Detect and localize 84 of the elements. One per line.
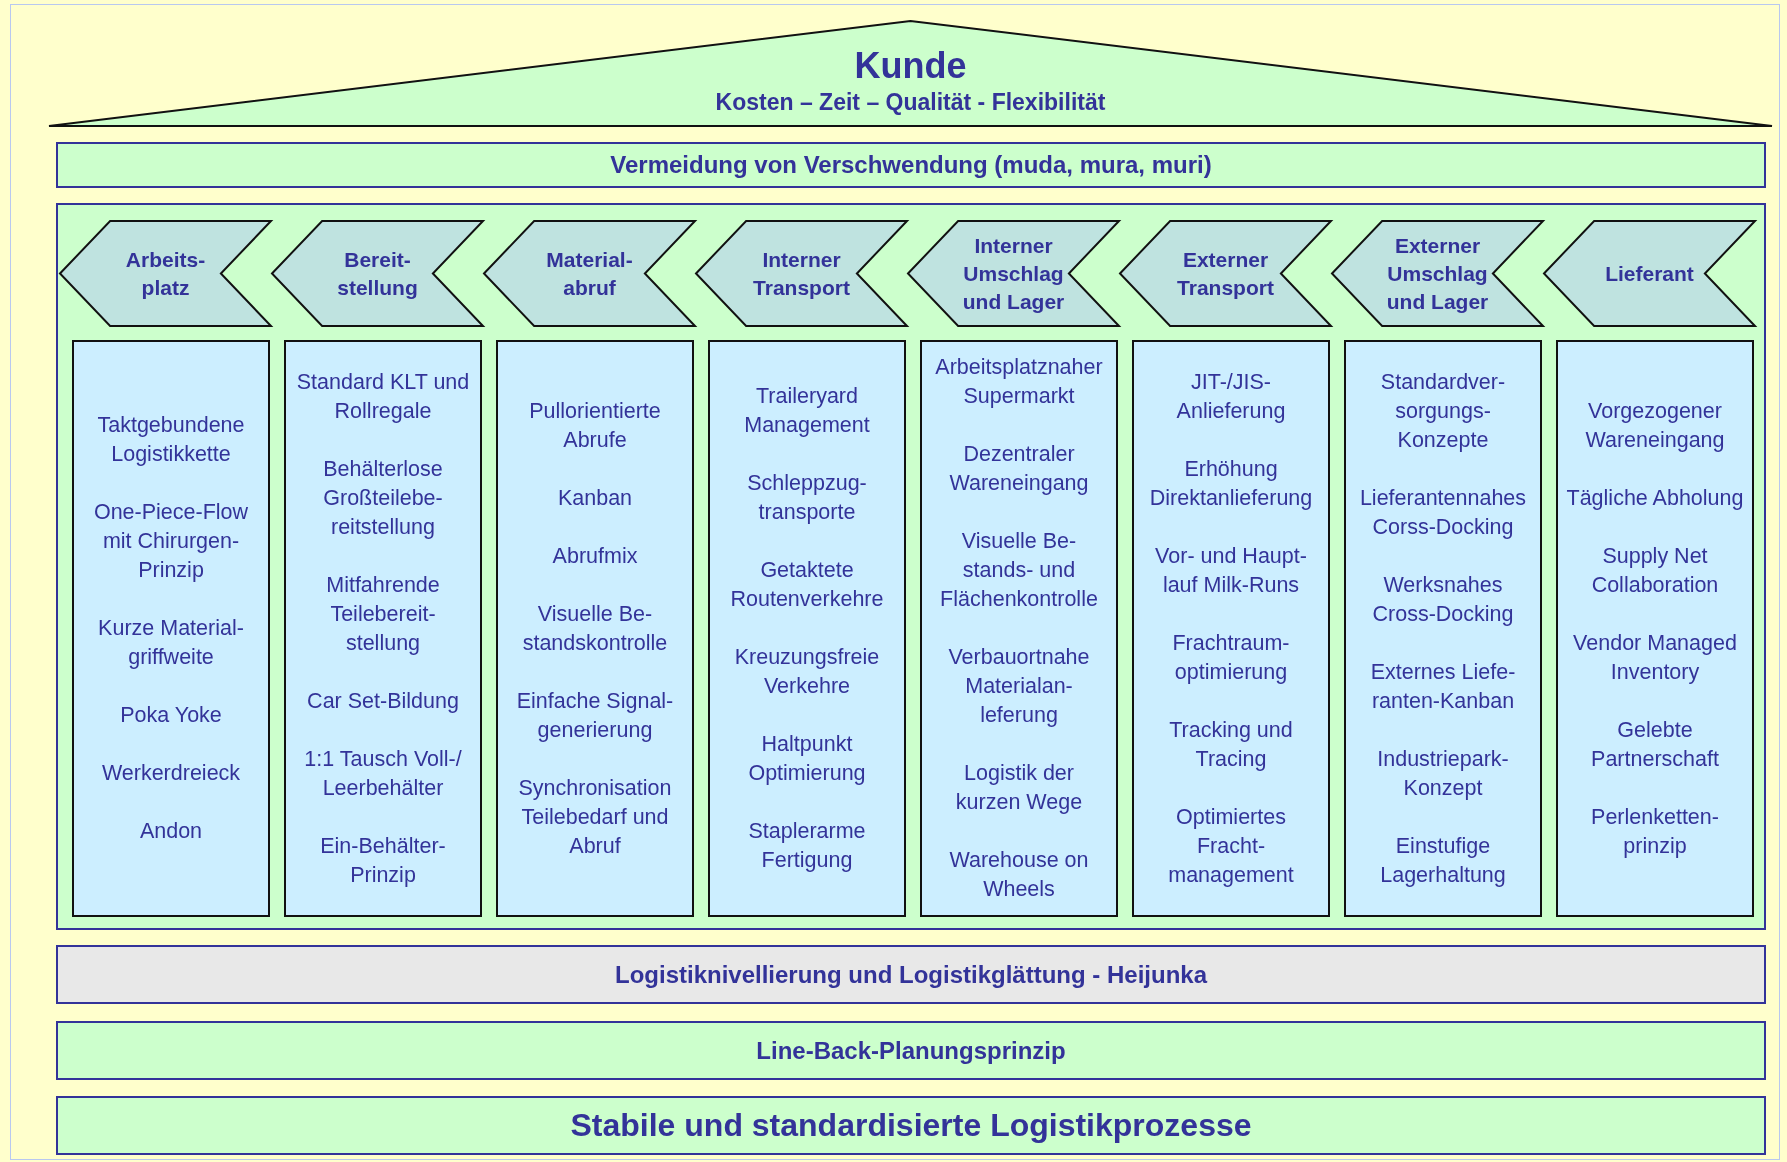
list-item-text: Lieferantennahes Corss-Docking bbox=[1358, 484, 1528, 541]
list-item-text: Kanban bbox=[557, 484, 633, 512]
column-header-tab bbox=[271, 220, 484, 327]
list-item-text: Pullorientierte Abrufe bbox=[528, 397, 662, 454]
list-item-text: Tägliche Abholung bbox=[1566, 484, 1744, 512]
roof-shape bbox=[49, 21, 1772, 126]
list-item-text: Haltpunkt Optimierung bbox=[747, 731, 867, 787]
list-item-text: Perlenketten- prinzip bbox=[1590, 803, 1720, 860]
list-item-text: One-Piece-Flow mit Chirurgen- Prinzip bbox=[92, 499, 250, 584]
list-item-text: Synchronisation Teilebedarf und Abruf bbox=[517, 774, 673, 860]
banner-bar bbox=[56, 945, 1766, 1004]
list-item-text: Einfache Signal- generierung bbox=[515, 687, 675, 744]
list-item-text: Car Set-Bildung bbox=[307, 687, 459, 715]
list-item-text: Erhöhung Direktanlieferung bbox=[1148, 455, 1314, 512]
list-item-text: Optimiertes Fracht- management bbox=[1167, 803, 1295, 889]
column-header-tab bbox=[59, 220, 272, 327]
list-item-text: Logistik der kurzen Wege bbox=[954, 760, 1084, 816]
column-panel bbox=[920, 340, 1118, 917]
column-panel bbox=[1556, 340, 1754, 917]
chevron-label: Interner Umschlag und Lager bbox=[961, 232, 1066, 315]
subheading: Kosten – Zeit – Qualität - Flexibilität bbox=[714, 89, 1107, 116]
list-item-text: Tracking und Tracing bbox=[1168, 716, 1294, 773]
list-item-text: Standard KLT und Rollregale bbox=[295, 368, 471, 425]
list-item-text: Abrufmix bbox=[552, 542, 638, 570]
list-item-text: Externes Liefe- ranten-Kanban bbox=[1369, 658, 1517, 715]
column-panel bbox=[284, 340, 482, 917]
banner-bar bbox=[56, 1021, 1766, 1080]
column-header-tab bbox=[907, 220, 1120, 327]
column-panel bbox=[72, 340, 270, 917]
band-label: Stabile und standardisierte Logistikprozesse bbox=[570, 1107, 1252, 1144]
list-item-text: Kurze Material- griffweite bbox=[97, 615, 245, 671]
column-panel bbox=[708, 340, 906, 917]
list-item-text: Arbeitsplatznaher Supermarkt bbox=[934, 354, 1104, 410]
list-item-text: Werksnahes Cross-Docking bbox=[1371, 571, 1515, 628]
column-header-tab bbox=[1331, 220, 1544, 327]
band-label: Logistiknivellierung und Logistikglättung - Heijunka bbox=[615, 960, 1207, 989]
list-item-text: Schleppzug- transporte bbox=[746, 470, 868, 526]
list-item-text: Frachtraum- optimierung bbox=[1171, 629, 1291, 686]
chevron-label: Externer Transport bbox=[1176, 246, 1275, 301]
list-item-text: Staplerarme Fertigung bbox=[747, 818, 867, 874]
list-item-text: Poka Yoke bbox=[120, 702, 222, 729]
column-header-tab bbox=[1119, 220, 1332, 327]
band-label: Vermeidung von Verschwendung (muda, mura, muri) bbox=[610, 151, 1212, 179]
pillar-panel bbox=[56, 203, 1766, 930]
list-item-text: Industriepark- Konzept bbox=[1376, 745, 1510, 802]
chevron-label: Bereit- stellung bbox=[336, 246, 419, 301]
list-item-text: Dezentraler Wareneingang bbox=[948, 441, 1090, 497]
chevron-label: Externer Umschlag und Lager bbox=[1385, 232, 1490, 315]
list-item-text: Warehouse on Wheels bbox=[948, 847, 1090, 903]
list-item-text: Visuelle Be- standskontrolle bbox=[521, 600, 669, 657]
list-item-text: Traileryard Management bbox=[743, 383, 871, 439]
list-item-text: Einstufige Lagerhaltung bbox=[1379, 832, 1507, 889]
list-item-text: Verbauortnahe Materialan- leferung bbox=[947, 644, 1091, 729]
chevron-label: Arbeits- platz bbox=[124, 246, 207, 301]
band-label: Line-Back-Planungsprinzip bbox=[756, 1036, 1066, 1065]
list-item-text: 1:1 Tausch Voll-/ Leerbehälter bbox=[303, 745, 463, 802]
list-item-text: Supply Net Collaboration bbox=[1590, 542, 1720, 599]
list-item-text: Werkerdreieck bbox=[101, 760, 241, 787]
list-item-text: Vendor Managed Inventory bbox=[1572, 629, 1738, 686]
list-item-text: Kreuzungsfreie Verkehre bbox=[733, 644, 881, 700]
heading: Kunde bbox=[853, 45, 968, 87]
list-item-text: Vorgezogener Wareneingang bbox=[1584, 397, 1726, 454]
chevron-label: Interner Transport bbox=[752, 246, 851, 301]
list-item-text: Ein-Behälter- Prinzip bbox=[319, 832, 447, 889]
list-item-text: JIT-/JIS- Anlieferung bbox=[1175, 368, 1287, 425]
list-item-text: Getaktete Routenverkehre bbox=[729, 557, 885, 613]
list-item-text: Behälterlose Großteilebe- reitstellung bbox=[322, 455, 444, 541]
list-item-text: Mitfahrende Teilebereit- stellung bbox=[325, 571, 441, 657]
column-header-tab bbox=[1543, 220, 1756, 327]
column-header-tab bbox=[695, 220, 908, 327]
chevron-label: Material- abruf bbox=[545, 246, 634, 301]
column-panel bbox=[496, 340, 694, 917]
column-panel bbox=[1344, 340, 1542, 917]
column-header-tab bbox=[483, 220, 696, 327]
column-panel bbox=[1132, 340, 1330, 917]
list-item-text: Taktgebundene Logistikkette bbox=[96, 412, 246, 468]
banner-bar bbox=[56, 142, 1766, 188]
list-item-text: Gelebte Partnerschaft bbox=[1590, 716, 1720, 773]
list-item-text: Standardver- sorgungs- Konzepte bbox=[1379, 368, 1507, 454]
list-item-text: Visuelle Be- stands- und Flächenkontrolle bbox=[939, 528, 1099, 613]
banner-bar bbox=[56, 1096, 1766, 1155]
list-item-text: Andon bbox=[139, 818, 203, 845]
chevron-label: Lieferant bbox=[1605, 260, 1694, 287]
list-item-text: Vor- und Haupt- lauf Milk-Runs bbox=[1154, 542, 1308, 599]
